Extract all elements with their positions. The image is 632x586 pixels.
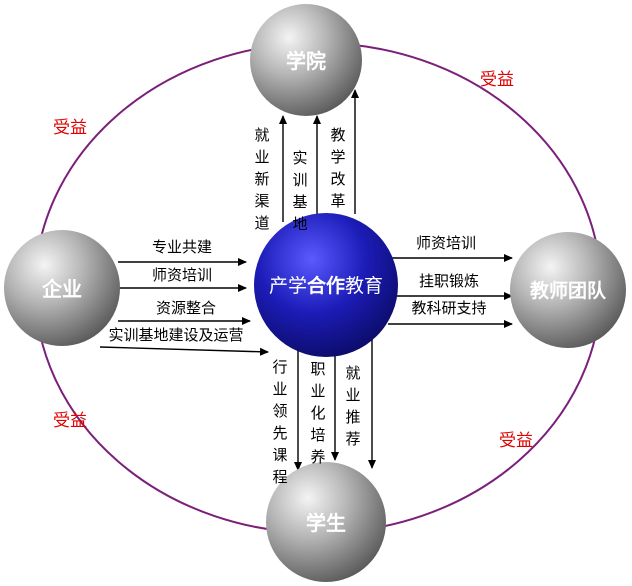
benefit-top-right: 受益	[480, 70, 514, 90]
node-right[interactable]: 教师团队	[510, 232, 626, 348]
right-arrows	[388, 254, 513, 328]
left-flow-label-1: 专业共建	[152, 238, 212, 256]
top-flow-labels: 就业新渠道 实训基地 教学改革	[254, 126, 345, 233]
node-left[interactable]: 企业	[4, 230, 120, 346]
left-arrows	[99, 258, 269, 356]
top-flow-label-2: 实训基地	[292, 149, 307, 233]
bottom-flow-labels: 行业领先课程 职业化培养 就业推荐	[272, 358, 360, 486]
node-right-label: 教师团队	[530, 279, 607, 302]
benefit-bottom-right: 受益	[499, 431, 533, 451]
bottom-arrows	[294, 330, 376, 471]
bottom-flow-label-3: 就业推荐	[345, 364, 360, 448]
bottom-flow-label-2: 职业化培养	[310, 360, 325, 466]
node-left-label: 企业	[41, 277, 82, 301]
top-flow-label-1: 就业新渠道	[254, 126, 269, 232]
left-flow-label-3: 资源整合	[156, 299, 216, 317]
right-flow-label-1: 师资培训	[416, 234, 476, 252]
right-flow-labels: 师资培训 挂职锻炼 教科研支持	[411, 234, 486, 317]
left-flow-label-4: 实训基地建设及运营	[108, 326, 243, 344]
top-arrows	[279, 89, 359, 222]
top-flow-label-3: 教学改革	[330, 126, 345, 210]
node-bottom-label: 学生	[306, 511, 346, 535]
center-label-c: 教育	[345, 275, 383, 297]
node-bottom[interactable]: 学生	[266, 462, 386, 582]
benefit-bottom-left: 受益	[53, 411, 87, 431]
center-label-b: 合作	[307, 274, 345, 297]
node-top[interactable]: 学院	[250, 4, 362, 116]
center-node[interactable]: 产学合作教育	[254, 213, 398, 357]
benefit-top-left: 受益	[53, 118, 87, 138]
center-label: 产学合作教育	[269, 274, 383, 297]
left-flow-labels: 专业共建 师资培训 资源整合 实训基地建设及运营	[108, 238, 243, 344]
node-top-label: 学院	[286, 49, 326, 73]
left-flow-label-2: 师资培训	[152, 266, 212, 284]
center-label-a: 产学	[269, 275, 307, 297]
right-flow-label-2: 挂职锻炼	[419, 272, 479, 290]
right-flow-label-3: 教科研支持	[411, 299, 486, 317]
bottom-flow-label-1: 行业领先课程	[272, 358, 287, 486]
